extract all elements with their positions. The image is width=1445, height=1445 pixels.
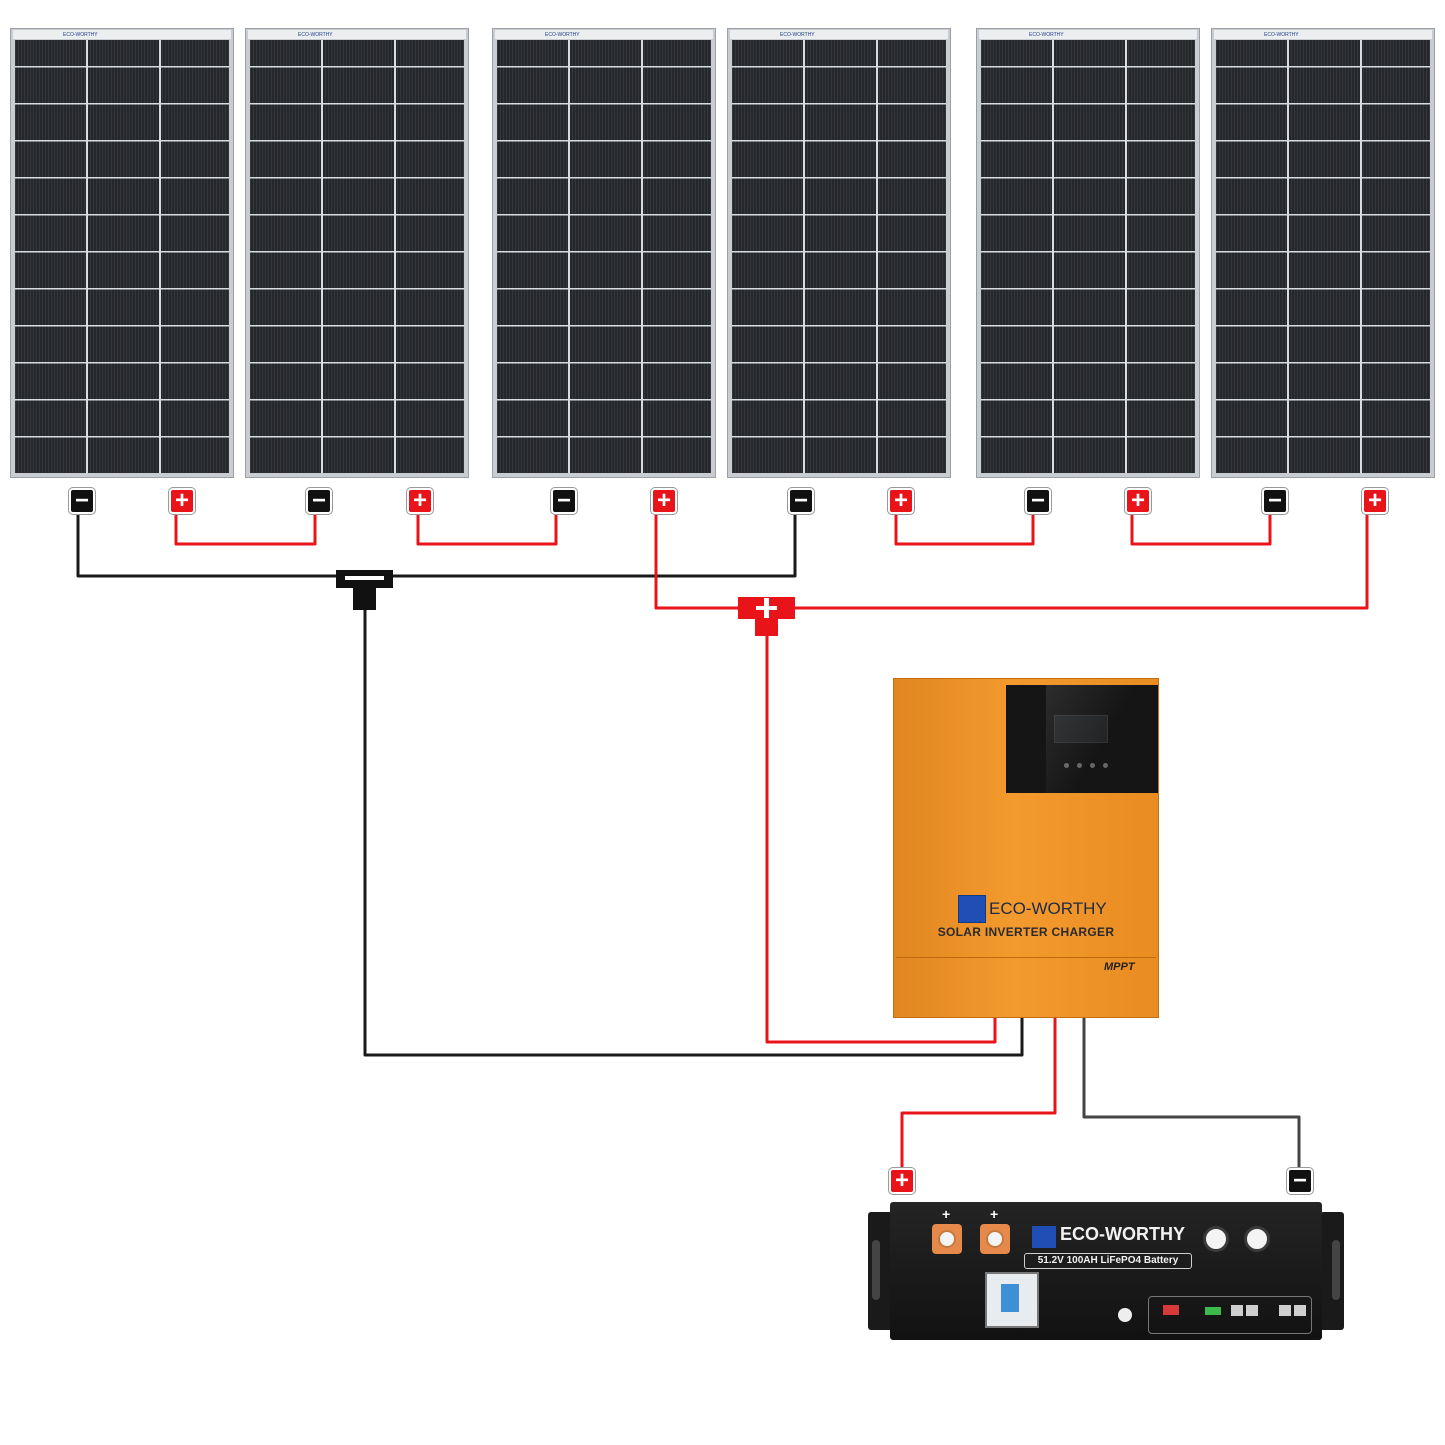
panel-label: ECO-WORTHY bbox=[248, 30, 466, 39]
negative-terminal-icon: − bbox=[1262, 488, 1288, 514]
power-button-icon bbox=[1118, 1308, 1132, 1322]
panel-brand: ECO-WORTHY bbox=[298, 31, 333, 38]
panel-cells bbox=[15, 40, 229, 473]
solar-panel-6: ECO-WORTHY bbox=[1211, 28, 1435, 478]
panel-cells bbox=[981, 40, 1195, 473]
eco-worthy-logo-icon bbox=[1032, 1226, 1056, 1248]
panel-cells bbox=[250, 40, 464, 473]
panel-cells bbox=[1216, 40, 1430, 473]
negative-terminal-icon: − bbox=[788, 488, 814, 514]
battery-front-panel: + + ECO-WORTHY 51.2V 100AH LiFePO4 Batte… bbox=[890, 1202, 1322, 1340]
negative-bus bbox=[76, 515, 797, 578]
inverter-to-battery-negative bbox=[1082, 1018, 1301, 1170]
solar-inverter-charger: ECO-WORTHY SOLAR INVERTER CHARGER MPPT bbox=[893, 678, 1159, 1018]
eco-worthy-logo-icon bbox=[958, 895, 986, 923]
negative-terminal-icon: − bbox=[306, 488, 332, 514]
negative-terminal-icon: − bbox=[69, 488, 95, 514]
series-jumper-5-6 bbox=[1130, 515, 1272, 546]
negative-to-inverter bbox=[363, 600, 1024, 1057]
positive-t-connector bbox=[738, 597, 795, 636]
panel-cells bbox=[732, 40, 946, 473]
dip-switch-icon bbox=[1163, 1305, 1179, 1315]
panel-cells bbox=[497, 40, 711, 473]
panel-label: ECO-WORTHY bbox=[495, 30, 713, 39]
battery-negative-terminal-icon: − bbox=[1287, 1168, 1313, 1194]
positive-terminal-icon: + bbox=[407, 488, 433, 514]
series-jumper-2-3 bbox=[416, 515, 558, 546]
positive-terminal-icon: + bbox=[651, 488, 677, 514]
negative-terminal-icon: − bbox=[551, 488, 577, 514]
rack-ear-right bbox=[1320, 1212, 1344, 1330]
rack-ear-left bbox=[868, 1212, 892, 1330]
indicator-leds bbox=[1064, 763, 1108, 768]
negative-post-icon bbox=[1244, 1226, 1270, 1252]
rj45-port-icon bbox=[1231, 1305, 1243, 1316]
panel-label: ECO-WORTHY bbox=[979, 30, 1197, 39]
solar-panel-4: ECO-WORTHY bbox=[727, 28, 951, 478]
positive-post-icon bbox=[980, 1224, 1010, 1254]
solar-panel-3: ECO-WORTHY bbox=[492, 28, 716, 478]
solar-panel-5: ECO-WORTHY bbox=[976, 28, 1200, 478]
panel-brand: ECO-WORTHY bbox=[780, 31, 815, 38]
panel-brand: ECO-WORTHY bbox=[1029, 31, 1064, 38]
positive-terminal-icon: + bbox=[888, 488, 914, 514]
lifepo4-battery: + + ECO-WORTHY 51.2V 100AH LiFePO4 Batte… bbox=[868, 1202, 1344, 1340]
positive-terminal-icon: + bbox=[1362, 488, 1388, 514]
post-plus-label: + bbox=[942, 1206, 951, 1222]
negative-terminal-icon: − bbox=[1025, 488, 1051, 514]
panel-label: ECO-WORTHY bbox=[13, 30, 231, 39]
positive-post-icon bbox=[932, 1224, 962, 1254]
positive-to-inverter bbox=[765, 632, 997, 1044]
rj45-port-icon bbox=[1246, 1305, 1258, 1316]
post-plus-label: + bbox=[990, 1206, 999, 1222]
inverter-subtitle: SOLAR INVERTER CHARGER bbox=[937, 925, 1115, 939]
terminal-block-icon bbox=[1205, 1307, 1221, 1315]
inverter-to-battery-positive bbox=[900, 1018, 1057, 1170]
breaker-switch bbox=[985, 1272, 1039, 1328]
panel-brand: ECO-WORTHY bbox=[63, 31, 98, 38]
positive-bus bbox=[654, 515, 1369, 610]
solar-panel-1: ECO-WORTHY bbox=[10, 28, 234, 478]
comm-port-panel bbox=[1148, 1296, 1312, 1334]
rj45-port-icon bbox=[1279, 1305, 1291, 1316]
mppt-badge: MPPT bbox=[1104, 961, 1135, 973]
battery-positive-terminal-icon: + bbox=[889, 1168, 915, 1194]
series-jumper-4-5 bbox=[894, 515, 1035, 546]
battery-subtitle: 51.2V 100AH LiFePO4 Battery bbox=[1024, 1253, 1192, 1269]
solar-panel-2: ECO-WORTHY bbox=[245, 28, 469, 478]
negative-post-icon bbox=[1203, 1226, 1229, 1252]
inverter-display bbox=[1006, 685, 1158, 793]
positive-terminal-icon: + bbox=[1125, 488, 1151, 514]
series-jumper-1-2 bbox=[174, 515, 317, 546]
inverter-brand: ECO-WORTHY bbox=[989, 899, 1107, 918]
positive-terminal-icon: + bbox=[169, 488, 195, 514]
panel-label: ECO-WORTHY bbox=[1214, 30, 1432, 39]
panel-brand: ECO-WORTHY bbox=[545, 31, 580, 38]
negative-t-connector bbox=[336, 570, 393, 610]
lcd-screen bbox=[1054, 715, 1108, 743]
panel-label: ECO-WORTHY bbox=[730, 30, 948, 39]
panel-brand: ECO-WORTHY bbox=[1264, 31, 1299, 38]
rj45-port-icon bbox=[1294, 1305, 1306, 1316]
battery-brand: ECO-WORTHY bbox=[1060, 1224, 1185, 1244]
